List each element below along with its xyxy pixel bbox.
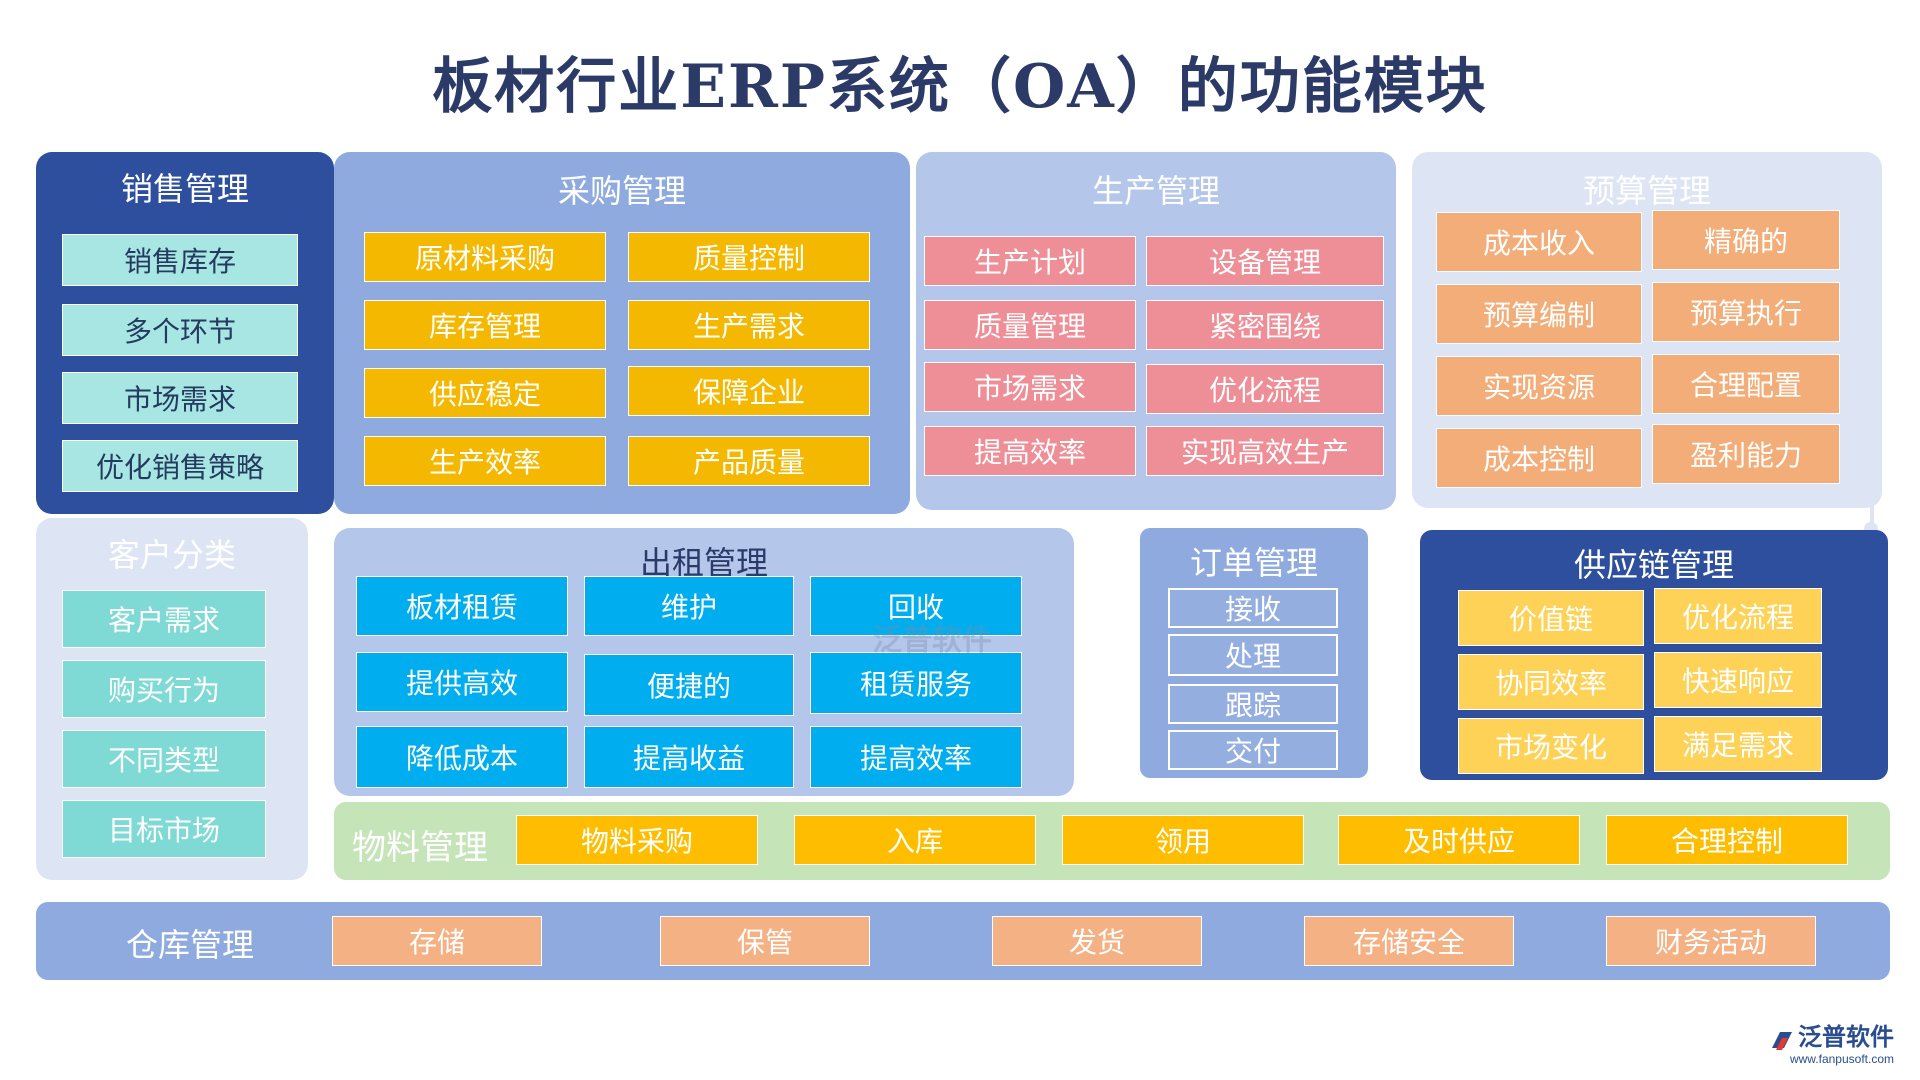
warehouse-item: 财务活动	[1606, 916, 1816, 966]
rental-item: 板材租赁	[356, 576, 568, 636]
rental-item: 维护	[584, 576, 794, 636]
production-item: 设备管理	[1146, 236, 1384, 286]
customer-item: 购买行为	[62, 660, 266, 718]
budget-item: 预算执行	[1652, 282, 1840, 342]
material-item: 及时供应	[1338, 815, 1580, 865]
sales-item: 市场需求	[62, 372, 298, 424]
material-item: 物料采购	[516, 815, 758, 865]
production-item: 提高效率	[924, 426, 1136, 476]
budget-item: 精确的	[1652, 210, 1840, 270]
sales-item: 多个环节	[62, 304, 298, 356]
production-item: 实现高效生产	[1146, 426, 1384, 476]
material-item: 领用	[1062, 815, 1304, 865]
rental-item: 便捷的	[584, 654, 794, 716]
supply-item: 快速响应	[1654, 652, 1822, 708]
sales-item: 优化销售策略	[62, 440, 298, 492]
rental-item: 降低成本	[356, 726, 568, 788]
material-item: 合理控制	[1606, 815, 1848, 865]
customer-item: 客户需求	[62, 590, 266, 648]
order-item: 接收	[1168, 588, 1338, 628]
supply-item: 满足需求	[1654, 716, 1822, 772]
material-panel: 物料管理 物料采购 入库 领用 及时供应 合理控制	[334, 802, 1890, 880]
production-panel-title: 生产管理	[1091, 172, 1220, 210]
connector-dot	[1864, 487, 1878, 501]
warehouse-item: 存储	[332, 916, 542, 966]
purchase-item: 库存管理	[364, 300, 606, 350]
budget-item: 成本控制	[1436, 428, 1642, 488]
customer-item: 不同类型	[62, 730, 266, 788]
budget-item: 盈利能力	[1652, 424, 1840, 484]
rental-item: 回收	[810, 576, 1022, 636]
connector-line	[1870, 490, 1874, 534]
material-item: 入库	[794, 815, 1036, 865]
budget-panel-title: 预算管理	[1582, 172, 1711, 210]
warehouse-panel-title: 仓库管理	[126, 926, 255, 964]
customer-panel-title: 客户分类	[107, 536, 236, 574]
page-title: 板材行业ERP系统（OA）的功能模块	[432, 52, 1488, 122]
rental-item: 提高效率	[810, 726, 1022, 788]
warehouse-item: 存储安全	[1304, 916, 1514, 966]
supply-panel-title: 供应链管理	[1573, 546, 1734, 584]
watermark-text: 泛普软件	[872, 624, 992, 657]
budget-panel: 预算管理 成本收入 精确的 预算编制 预算执行 实现资源 合理配置 成本控制 盈…	[1412, 152, 1882, 508]
order-panel: 订单管理 接收 处理 跟踪 交付	[1140, 528, 1368, 778]
supply-item: 市场变化	[1458, 718, 1644, 774]
purchase-item: 产品质量	[628, 436, 870, 486]
purchase-item: 质量控制	[628, 232, 870, 282]
rental-item: 租赁服务	[810, 652, 1022, 714]
budget-item: 成本收入	[1436, 212, 1642, 272]
fanpu-logo: 泛普软件 www.fanpusoft.com	[1770, 1017, 1894, 1066]
sales-panel: 销售管理 销售库存 多个环节 市场需求 优化销售策略	[36, 152, 334, 514]
budget-item: 实现资源	[1436, 356, 1642, 416]
rental-panel: 出租管理 板材租赁 维护 回收 提供高效 便捷的 租赁服务 降低成本 提高收益 …	[334, 528, 1074, 796]
order-item: 处理	[1168, 634, 1338, 676]
material-panel-title: 物料管理	[352, 828, 488, 868]
purchase-item: 原材料采购	[364, 232, 606, 282]
fanpu-logo-icon	[1772, 1031, 1792, 1050]
warehouse-panel: 仓库管理 存储 保管 发货 存储安全 财务活动	[36, 902, 1890, 980]
customer-panel: 客户分类 客户需求 购买行为 不同类型 目标市场	[36, 518, 308, 880]
purchase-item: 生产需求	[628, 300, 870, 350]
production-panel: 生产管理 生产计划 设备管理 质量管理 紧密围绕 市场需求 优化流程 提高效率 …	[916, 152, 1396, 510]
rental-item: 提供高效	[356, 652, 568, 712]
rental-item: 提高收益	[584, 726, 794, 788]
rental-panel-title: 出租管理	[639, 544, 768, 582]
budget-item: 合理配置	[1652, 354, 1840, 414]
production-item: 质量管理	[924, 300, 1136, 350]
purchase-item: 供应稳定	[364, 368, 606, 418]
logo-name: 泛普软件	[1798, 1024, 1894, 1051]
warehouse-item: 保管	[660, 916, 870, 966]
supply-panel: 供应链管理 价值链 优化流程 协同效率 快速响应 市场变化 满足需求	[1420, 530, 1888, 780]
production-item: 紧密围绕	[1146, 300, 1384, 350]
warehouse-item: 发货	[992, 916, 1202, 966]
sales-panel-title: 销售管理	[120, 170, 249, 208]
budget-item: 预算编制	[1436, 284, 1642, 344]
supply-item: 价值链	[1458, 590, 1644, 646]
order-panel-title: 订单管理	[1189, 544, 1318, 582]
production-item: 市场需求	[924, 362, 1136, 412]
order-item: 交付	[1168, 730, 1338, 770]
production-item: 优化流程	[1146, 364, 1384, 414]
sales-item: 销售库存	[62, 234, 298, 286]
supply-item: 协同效率	[1458, 654, 1644, 710]
supply-item: 优化流程	[1654, 588, 1822, 644]
order-item: 跟踪	[1168, 684, 1338, 724]
purchase-item: 保障企业	[628, 366, 870, 416]
purchase-item: 生产效率	[364, 436, 606, 486]
logo-url: www.fanpusoft.com	[1789, 1052, 1894, 1066]
purchase-panel: 采购管理 原材料采购 质量控制 库存管理 生产需求 供应稳定 保障企业 生产效率…	[334, 152, 910, 514]
production-item: 生产计划	[924, 236, 1136, 286]
purchase-panel-title: 采购管理	[557, 172, 686, 210]
customer-item: 目标市场	[62, 800, 266, 858]
